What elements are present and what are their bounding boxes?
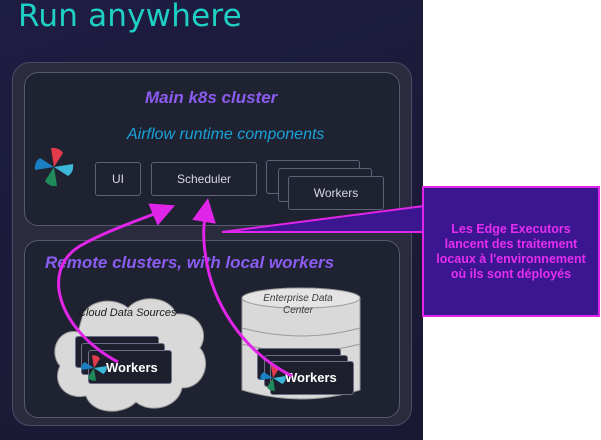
arrow-dc-workers-to-scheduler (192, 198, 293, 378)
dc-workers-label: Workers (285, 370, 337, 385)
workers-component-label: Workers (313, 186, 359, 200)
scheduler-component-label: Scheduler (176, 172, 232, 186)
airflow-pinwheel-icon (34, 147, 74, 187)
edge-executors-callout: Les Edge Executors lancent des traitemen… (422, 186, 600, 317)
remote-clusters-title: Remote clusters, with local workers (45, 253, 335, 272)
enterprise-data-center-label: Enterprise Data Center (263, 293, 333, 316)
slide: Run anywhere Main k8s cluster Airflow ru… (0, 0, 423, 440)
ui-component-label: UI (112, 172, 124, 186)
scheduler-component: Scheduler (151, 162, 257, 196)
ui-component: UI (95, 162, 141, 196)
cloud-data-sources-label: Cloud Data Sources (78, 307, 177, 319)
main-cluster-title: Main k8s cluster (145, 88, 278, 107)
cloud-workers-label: Workers (106, 360, 158, 375)
slide-title: Run anywhere (18, 0, 242, 34)
callout-text: Les Edge Executors lancent des traitemen… (436, 221, 586, 281)
workers-component: Workers (288, 176, 384, 210)
airflow-pinwheel-icon (81, 355, 107, 381)
airflow-pinwheel-icon (260, 365, 286, 391)
runtime-components-label: Airflow runtime components (127, 126, 325, 143)
callout-pointer (221, 204, 425, 233)
arrow-cloud-workers-to-scheduler (57, 203, 176, 364)
